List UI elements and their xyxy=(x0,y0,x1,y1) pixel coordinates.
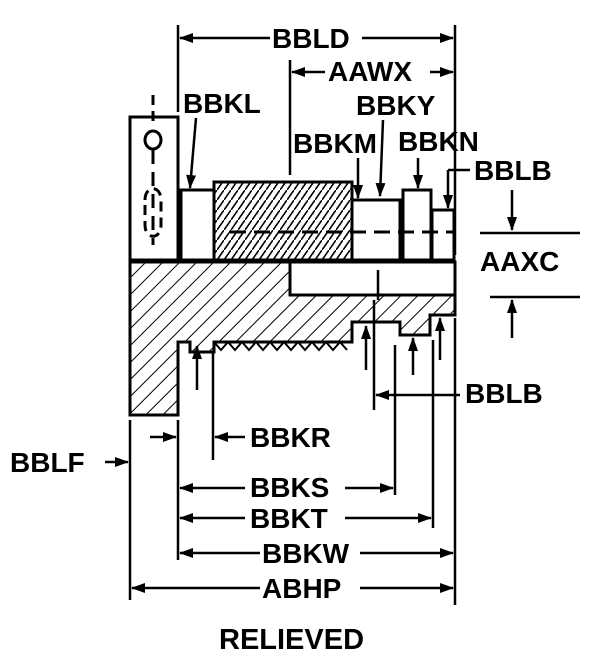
flange-slot xyxy=(143,95,163,245)
dim-label-bbld: BBLD xyxy=(272,23,350,54)
dim-label-bblb-top: BBLB xyxy=(474,155,552,186)
drawing-caption: RELIEVED xyxy=(219,624,365,656)
dim-label-bbkl: BBKL xyxy=(183,88,261,119)
dim-label-bbky: BBKY xyxy=(356,90,436,121)
dimension-lines xyxy=(105,25,580,605)
fitting-section-lower xyxy=(128,260,457,417)
dim-label-bbkt: BBKT xyxy=(250,503,328,534)
dim-label-aaxc: AAXC xyxy=(480,246,560,277)
dim-label-bbkm: BBKM xyxy=(293,128,377,159)
fitting-upper-half xyxy=(128,115,456,262)
dim-label-bbkn: BBKN xyxy=(398,126,479,157)
dim-label-bbks: BBKS xyxy=(250,472,330,503)
dim-label-bbkw: BBKW xyxy=(262,538,350,569)
dim-label-aawx: AAWX xyxy=(328,56,412,87)
dim-label-bblf: BBLF xyxy=(10,447,85,478)
dim-label-bblb-right: BBLB xyxy=(465,378,543,409)
dim-label-bbkr: BBKR xyxy=(250,422,331,453)
dim-label-abhp: ABHP xyxy=(262,573,342,604)
